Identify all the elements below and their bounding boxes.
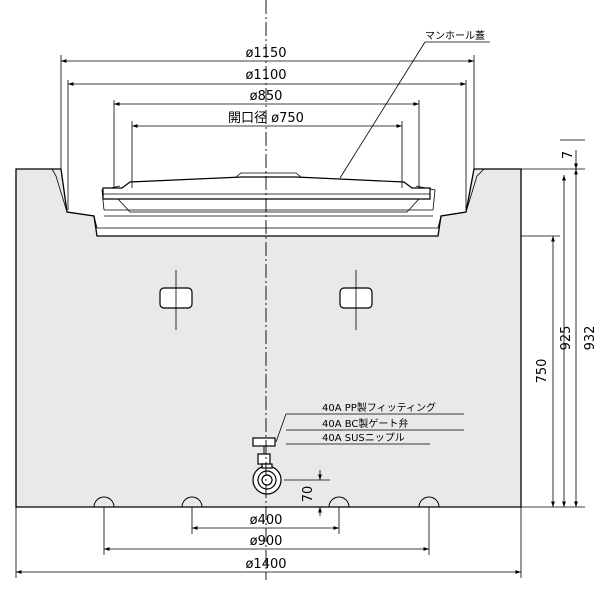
valve-callout: 40A PP製フィッティング 40A BC製ゲート弁 40A SUSニップル	[275, 401, 464, 445]
label-dim-750: 開口径 ø750	[228, 111, 304, 126]
label-dim-70: 70	[301, 486, 316, 503]
dim-750-height: 750	[521, 235, 560, 507]
manhole-cover-callout: マンホール蓋	[339, 30, 490, 179]
manhole-cover	[102, 172, 431, 213]
label-dim-925: 925	[559, 326, 574, 351]
label-dim-1100: ø1100	[245, 68, 286, 83]
note-gate-valve: 40A BC製ゲート弁	[322, 417, 408, 430]
dim-750: 開口径 ø750	[131, 111, 403, 188]
label-manhole-cover: マンホール蓋	[425, 30, 485, 42]
dim-400: ø400	[191, 507, 340, 534]
label-dim-1150: ø1150	[245, 46, 286, 61]
label-dim-400: ø400	[250, 513, 283, 528]
dim-850: ø850	[113, 89, 420, 188]
label-dim-850: ø850	[250, 89, 283, 104]
label-dim-7: 7	[561, 151, 576, 159]
label-dim-750-height: 750	[535, 359, 550, 384]
note-pp-fitting: 40A PP製フィッティング	[322, 401, 436, 414]
lifting-lug-left	[159, 270, 193, 330]
lifting-lug-right	[339, 270, 373, 330]
dim-7: 7	[521, 139, 585, 170]
bottom-feet	[93, 496, 440, 508]
dim-1100: ø1100	[67, 68, 467, 210]
dim-925: 925	[559, 175, 574, 507]
note-sus-nipple: 40A SUSニップル	[322, 432, 405, 444]
dim-900: ø900	[103, 507, 430, 555]
label-dim-1400: ø1400	[245, 557, 286, 572]
label-dim-900: ø900	[250, 534, 283, 549]
label-dim-932: 932	[583, 326, 598, 351]
drain-valve	[252, 437, 282, 495]
dim-932: 932	[521, 169, 598, 508]
dim-1400: ø1400	[15, 507, 522, 578]
dim-1150: ø1150	[60, 46, 475, 169]
dim-70: 70	[284, 470, 330, 516]
